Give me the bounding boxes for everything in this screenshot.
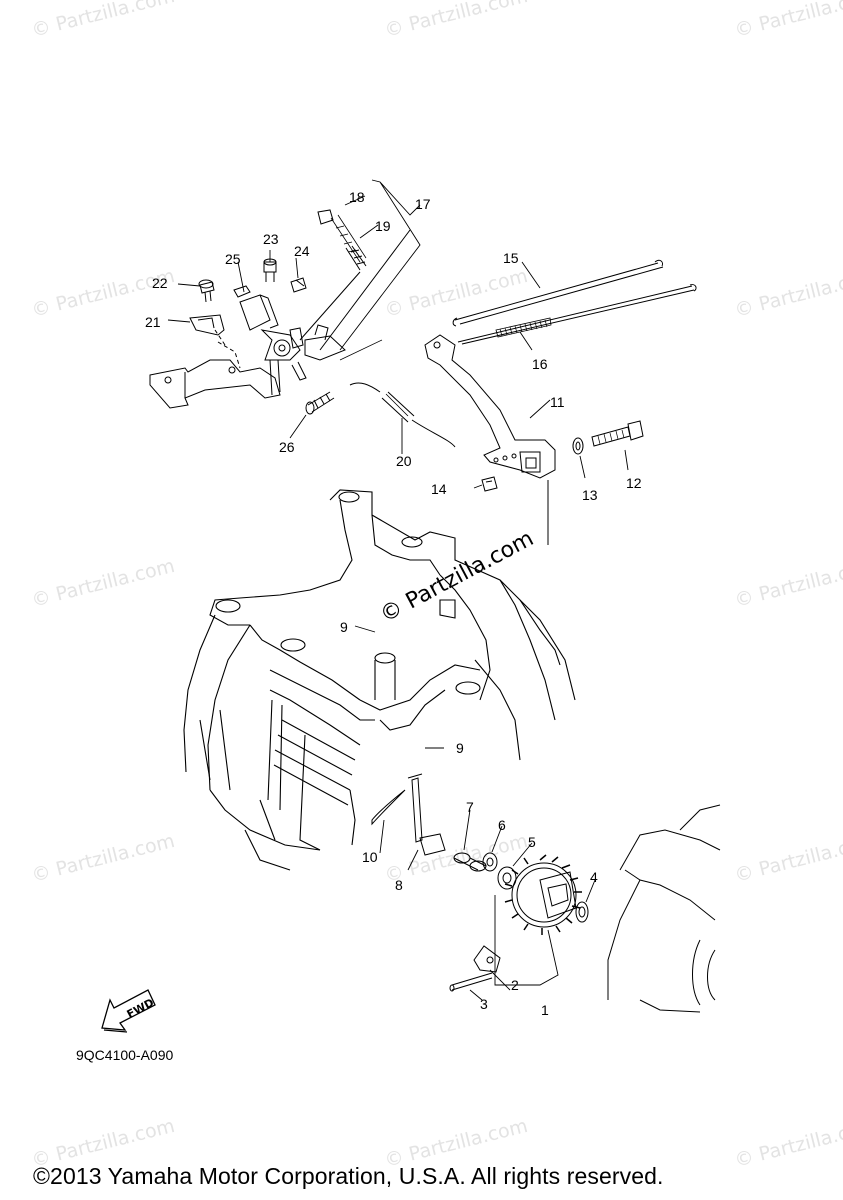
callout-number: 15: [503, 250, 519, 266]
callout-number: 18: [349, 189, 365, 205]
lever-11: [424, 334, 556, 545]
callout-number: 11: [550, 394, 565, 410]
governor-gear-assembly: [371, 773, 589, 992]
screws-and-springs: [198, 209, 456, 448]
callout-number: 12: [626, 475, 642, 491]
callout-number: 23: [263, 231, 279, 247]
callout-number: 19: [375, 218, 391, 234]
callout-number: 10: [362, 849, 378, 865]
crankcase-cover: [607, 804, 721, 1013]
callout-number: 14: [431, 481, 447, 497]
governor-bracket: [149, 229, 411, 409]
engine-block: [183, 489, 576, 871]
callout-number: 3: [480, 996, 488, 1012]
callout-number: 25: [225, 251, 241, 267]
callout-number: 26: [279, 439, 295, 455]
diagram-code: 9QC4100-A090: [76, 1047, 174, 1063]
callout-number: 8: [395, 877, 403, 893]
fwd-arrow-icon: [101, 989, 156, 1033]
callout-number: 9: [340, 619, 348, 635]
callout-number: 4: [590, 869, 598, 885]
callout-number: 20: [396, 453, 412, 469]
callout-number: 2: [511, 977, 519, 993]
callout-number: 17: [415, 196, 431, 212]
callout-number: 16: [532, 356, 548, 372]
gear-teeth: [504, 854, 582, 935]
callout-number: 1: [541, 1002, 549, 1018]
leader-lines: [167, 179, 629, 1001]
callout-number: 24: [294, 243, 310, 259]
bolt-12: [481, 420, 644, 492]
callout-number: 9: [456, 740, 464, 756]
callout-number: 13: [582, 487, 598, 503]
callout-number: 7: [466, 799, 474, 815]
callout-number: 6: [498, 817, 506, 833]
rods: [452, 259, 697, 345]
callout-number: 21: [145, 314, 161, 330]
callout-number: 22: [152, 275, 168, 291]
callout-number: 5: [528, 834, 536, 850]
copyright-notice: ©2013 Yamaha Motor Corporation, U.S.A. A…: [33, 1163, 664, 1189]
